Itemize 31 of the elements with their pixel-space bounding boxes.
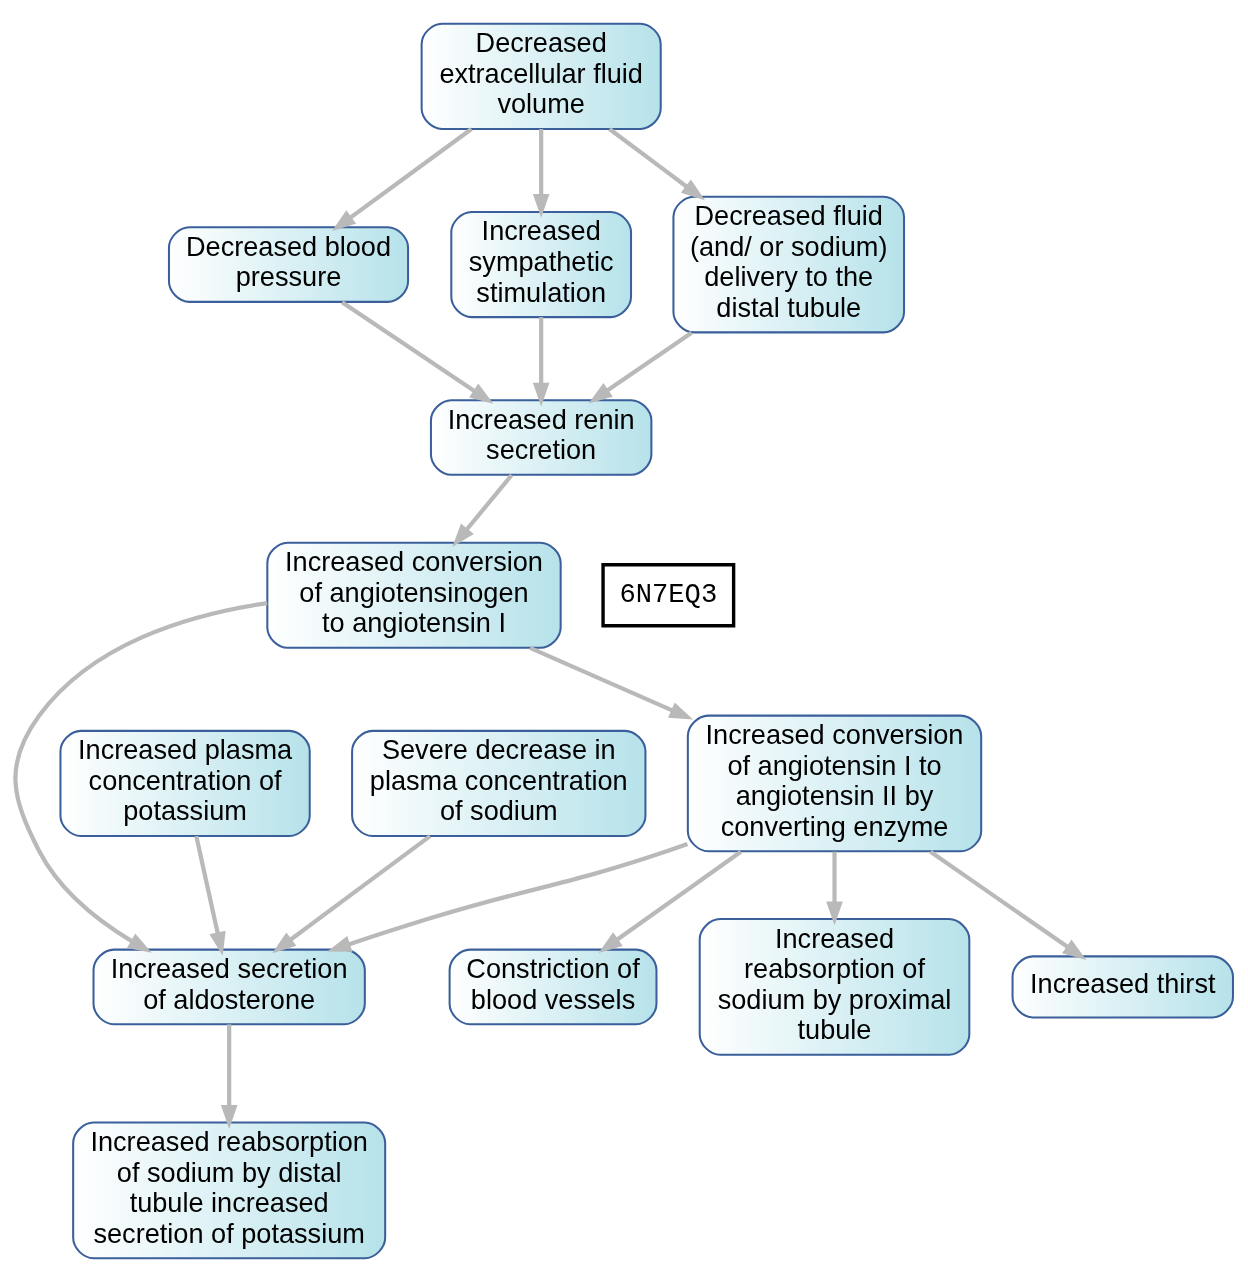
node-box: Increased reabsorption of sodium by proximal tubule bbox=[698, 918, 971, 1056]
node-box: Increased conversion of angiotensin I to angiotensin II by converting enzyme bbox=[686, 714, 983, 853]
arrow bbox=[532, 317, 550, 407]
arrow bbox=[327, 842, 689, 952]
arrow bbox=[13, 601, 268, 953]
node-box: Severe decrease in plasma concentration of sodium bbox=[351, 729, 647, 837]
arrow bbox=[452, 473, 514, 548]
node-box: Constriction of blood vessels bbox=[448, 948, 658, 1026]
arrow bbox=[929, 850, 1087, 960]
arrow bbox=[332, 127, 473, 232]
arrow bbox=[272, 834, 432, 954]
arrow bbox=[532, 129, 550, 218]
arrow bbox=[826, 851, 843, 926]
arrow bbox=[529, 645, 694, 720]
arrow bbox=[340, 300, 494, 404]
node-box: Decreased fluid (and/ or sodium) delivery to the distal tubule bbox=[672, 195, 906, 334]
node-box: Increased thirst bbox=[1011, 955, 1234, 1019]
node-box: Increased sympathetic stimulation bbox=[450, 211, 633, 319]
node-box: Increased plasma concentration of potassium bbox=[59, 729, 311, 837]
node-box: Decreased extracellular fluid volume bbox=[420, 22, 662, 130]
arrow bbox=[588, 331, 693, 404]
arrow bbox=[220, 1024, 238, 1129]
node-box: Decreased blood pressure bbox=[167, 226, 410, 303]
arrow bbox=[194, 835, 226, 956]
arrow bbox=[608, 127, 705, 201]
label: 6N7EQ3 bbox=[619, 578, 718, 610]
arrow bbox=[598, 850, 743, 953]
node-box: Increased reabsorption of sodium by distal tubule increased secretion of potassium bbox=[72, 1121, 387, 1260]
node-box: Increased conversion of angiotensinogen to angiotensin I bbox=[266, 541, 562, 649]
node-box: Increased renin secretion bbox=[429, 399, 653, 476]
node-box: Increased secretion of aldosterone bbox=[92, 948, 366, 1026]
